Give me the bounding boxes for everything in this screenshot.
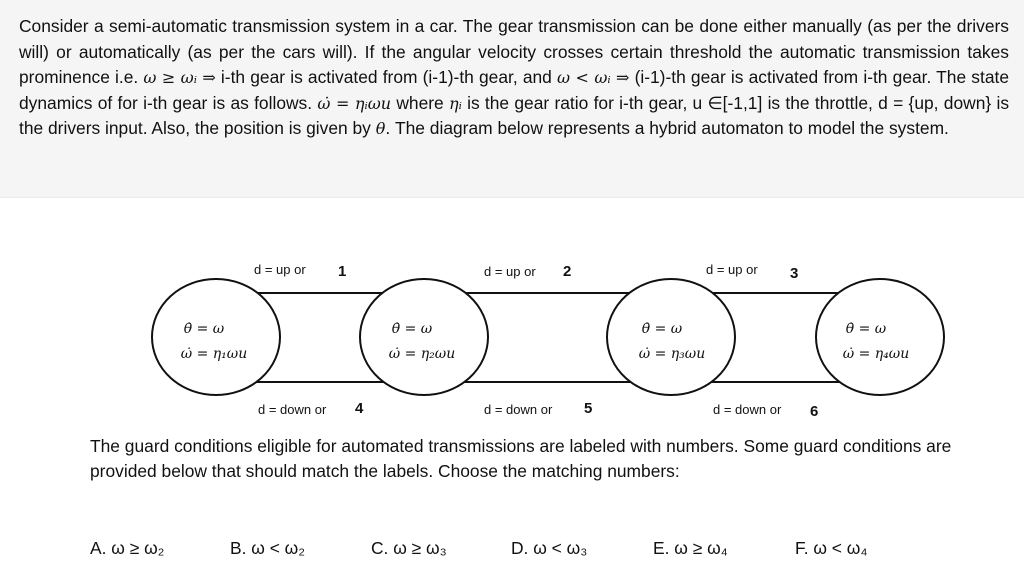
guard-conditions-paragraph: The guard conditions eligible for automa… xyxy=(90,436,952,481)
transition-number-3: 3 xyxy=(790,265,798,282)
transition-number-2: 2 xyxy=(563,263,571,280)
up-guard-label-2: d = up or xyxy=(484,264,536,279)
option-letter: F. xyxy=(795,538,809,558)
mode-1-omega-equation: ω̇ = η₁ωu xyxy=(181,346,247,362)
up-guard-label-1: d = up or xyxy=(254,262,306,277)
option-d[interactable]: D. ω < ω₃ xyxy=(511,538,587,559)
intro-text: (i-1)-th gear is activated from i-th gea… xyxy=(19,67,1014,113)
hybrid-automaton-diagram: θ̇ = ω ω̇ = η₁ωu θ̇ = ω ω̇ = η₂ωu θ̇ = ω… xyxy=(151,262,945,420)
intro-text: where xyxy=(391,92,449,113)
mode-4-theta-equation: θ̇ = ω xyxy=(846,321,887,337)
option-b[interactable]: B. ω < ω₂ xyxy=(230,538,305,559)
mode-circle-gear-1 xyxy=(151,278,281,396)
down-guard-label-6: d = down or xyxy=(713,402,782,417)
intro-text: i-th gear is activated from (i-1)-th gea… xyxy=(215,67,558,88)
option-f[interactable]: F. ω < ω₄ xyxy=(795,538,867,559)
mode-2-theta-equation: θ̇ = ω xyxy=(392,321,433,337)
math-upshift-condition: ω ≥ ωᵢ ⇒ xyxy=(143,68,216,88)
math-downshift-condition: ω < ωᵢ ⇒ xyxy=(557,68,630,88)
option-letter: C. xyxy=(371,538,389,558)
problem-statement-box xyxy=(0,0,1024,198)
mode-circle-gear-3 xyxy=(606,278,736,396)
math-gear-ratio: ηᵢ xyxy=(449,93,462,113)
mode-1-theta-equation: θ̇ = ω xyxy=(184,321,225,337)
option-a[interactable]: A. ω ≥ ω₂ xyxy=(90,538,164,559)
option-condition: ω < ω₄ xyxy=(813,538,868,558)
transition-number-5: 5 xyxy=(584,400,592,417)
option-condition: ω < ω₃ xyxy=(533,538,588,558)
mode-3-theta-equation: θ̇ = ω xyxy=(642,321,683,337)
answer-options: A. ω ≥ ω₂ B. ω < ω₂ C. ω ≥ ω₃ D. ω < ω₃ … xyxy=(90,538,990,564)
math-state-dynamics: ω̇ = ηᵢωu xyxy=(317,93,392,113)
up-guard-label-3: d = up or xyxy=(706,262,758,277)
option-letter: E. xyxy=(653,538,670,558)
option-condition: ω < ω₂ xyxy=(251,538,306,558)
down-guard-label-5: d = down or xyxy=(484,402,553,417)
option-letter: A. xyxy=(90,538,107,558)
option-c[interactable]: C. ω ≥ ω₃ xyxy=(371,538,447,559)
transition-number-1: 1 xyxy=(338,263,346,280)
intro-text: is the gear ratio for i-th gear, u ∈[-1,… xyxy=(19,92,1014,139)
intro-text: Consider a semi-automatic transmission s… xyxy=(19,16,1014,88)
option-condition: ω ≥ ω₂ xyxy=(111,538,165,558)
intro-text: . The diagram below represents a hybrid … xyxy=(385,118,949,139)
option-condition: ω ≥ ω₃ xyxy=(393,538,447,558)
math-theta: θ xyxy=(375,119,386,139)
option-letter: D. xyxy=(511,538,529,558)
mode-circle-gear-4 xyxy=(815,278,945,396)
down-guard-label-4: d = down or xyxy=(258,402,327,417)
transition-number-4: 4 xyxy=(355,400,364,417)
option-letter: B. xyxy=(230,538,247,558)
option-e[interactable]: E. ω ≥ ω₄ xyxy=(653,538,728,559)
problem-statement: Consider a semi-automatic transmission s… xyxy=(19,14,1009,142)
transition-number-6: 6 xyxy=(810,403,818,420)
mode-4-omega-equation: ω̇ = η₄ωu xyxy=(843,346,909,362)
mode-circle-gear-2 xyxy=(359,278,489,396)
mode-3-omega-equation: ω̇ = η₃ωu xyxy=(639,346,705,362)
mode-2-omega-equation: ω̇ = η₂ωu xyxy=(389,346,455,362)
option-condition: ω ≥ ω₄ xyxy=(674,538,728,558)
